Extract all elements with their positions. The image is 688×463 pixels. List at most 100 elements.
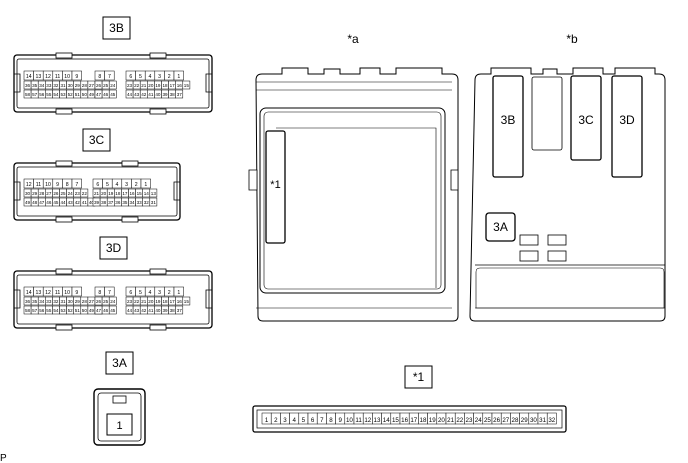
pin-number: 20 xyxy=(101,191,107,196)
pin-number: 42 xyxy=(75,200,81,205)
pin-number: 26 xyxy=(53,191,59,196)
pin-number: 42 xyxy=(141,92,147,97)
pin-number: 31 xyxy=(151,200,157,205)
pin-number: 38 xyxy=(101,200,107,205)
pin-number: 4 xyxy=(116,182,119,188)
pin-number: 16 xyxy=(177,299,183,304)
pin-number: 18 xyxy=(420,417,427,424)
pin-number: 8 xyxy=(98,74,101,80)
pin-cavity xyxy=(173,70,184,81)
pin-number: 29 xyxy=(75,83,81,88)
pin-number: 53 xyxy=(60,92,66,97)
pin-number: 27 xyxy=(502,417,509,424)
corner-label: P xyxy=(0,453,7,463)
pin-number: 17 xyxy=(170,83,176,88)
pin-number: 32 xyxy=(548,417,555,424)
block-a-outline xyxy=(255,67,459,322)
pin-cavity xyxy=(108,89,117,99)
pin-number: 40 xyxy=(155,308,161,313)
pin-number: 34 xyxy=(39,299,45,304)
pin-number: 21 xyxy=(447,417,454,424)
pin-number: 23 xyxy=(127,83,133,88)
pin-cavity xyxy=(71,178,82,189)
pin-number: 7 xyxy=(320,417,324,424)
pin-number: 30 xyxy=(68,299,74,304)
pin-number: 10 xyxy=(346,417,353,424)
pin-number: 27 xyxy=(89,299,95,304)
pin-number: 26 xyxy=(96,299,102,304)
pin-number: 20 xyxy=(148,299,154,304)
pin-number: 24 xyxy=(475,417,482,424)
pin-number: 21 xyxy=(141,299,147,304)
pin-cavity xyxy=(104,286,115,297)
pin-number: 6 xyxy=(96,182,99,188)
block-b-3b-label: 3B xyxy=(501,113,516,127)
label-3b: 3B xyxy=(109,21,124,35)
block-b-connector-3c xyxy=(570,75,602,161)
pin-number: 32 xyxy=(53,83,59,88)
pin-number: 10 xyxy=(64,74,70,80)
pin-number: 31 xyxy=(60,299,66,304)
label-3a: 3A xyxy=(112,356,127,370)
pin-number: 2 xyxy=(135,182,138,188)
pin-number: 13 xyxy=(36,74,42,80)
pin-number: 25 xyxy=(484,417,491,424)
pin-number: 43 xyxy=(68,200,74,205)
label-box-3c xyxy=(82,128,111,152)
pin-number: 23 xyxy=(127,299,133,304)
pin-number: 5 xyxy=(302,417,306,424)
block-b-3c-label: 3C xyxy=(578,113,594,127)
pin-number: 51 xyxy=(75,308,81,313)
pin-number: 7 xyxy=(108,74,111,80)
block-b-connector-3b xyxy=(492,75,524,178)
pin-cavity xyxy=(71,70,82,81)
pin-number: 57 xyxy=(32,92,38,97)
pin-number: 38 xyxy=(170,308,176,313)
pin-number: 30 xyxy=(530,417,537,424)
pin-number: 7 xyxy=(108,290,111,296)
pin-number: 58 xyxy=(25,92,31,97)
pin-number: 22 xyxy=(134,299,140,304)
pin-cavity xyxy=(149,197,158,207)
pin-number: 40 xyxy=(155,92,161,97)
pin-number: 46 xyxy=(103,308,109,313)
pin-number: 34 xyxy=(129,200,135,205)
pin-number: 24 xyxy=(110,299,116,304)
pin-number: 47 xyxy=(96,308,102,313)
pin-number: 9 xyxy=(56,182,59,188)
pin-cavity xyxy=(182,80,191,90)
pin-number: 33 xyxy=(46,299,52,304)
pin-number: 13 xyxy=(36,290,42,296)
pin-number: 23 xyxy=(466,417,473,424)
block-b-blank-slot xyxy=(531,76,563,151)
label-star1: *1 xyxy=(413,370,425,384)
pin-number: 26 xyxy=(96,83,102,88)
pin-number: 39 xyxy=(162,92,168,97)
pin-cavity xyxy=(80,188,89,198)
pin-number: 8 xyxy=(329,417,333,424)
pin-number: 36 xyxy=(25,83,31,88)
pin-number: 23 xyxy=(75,191,81,196)
pin-number: 11 xyxy=(36,182,41,188)
pin-number: 14 xyxy=(383,417,390,424)
label-3d: 3D xyxy=(106,241,122,255)
pin-number: 18 xyxy=(115,191,121,196)
pin-number: 1 xyxy=(177,74,180,80)
pin-number: 21 xyxy=(94,191,100,196)
pin-cavity xyxy=(175,89,184,99)
pin-number: 16 xyxy=(129,191,135,196)
pin-number: 54 xyxy=(53,92,59,97)
pin-number: 4 xyxy=(149,290,152,296)
pin-number: 31 xyxy=(539,417,546,424)
pin-number: 56 xyxy=(39,92,45,97)
block-b-connector-3a xyxy=(485,212,516,242)
pin-number: 56 xyxy=(39,308,45,313)
pin-number: 14 xyxy=(26,74,32,80)
pin-number: 41 xyxy=(82,200,88,205)
pin-number: 55 xyxy=(46,308,52,313)
pin-number: 5 xyxy=(106,182,109,188)
block-a-star1-label: *1 xyxy=(270,179,280,191)
pin-number: 6 xyxy=(129,74,132,80)
pin-number: 2 xyxy=(168,74,171,80)
